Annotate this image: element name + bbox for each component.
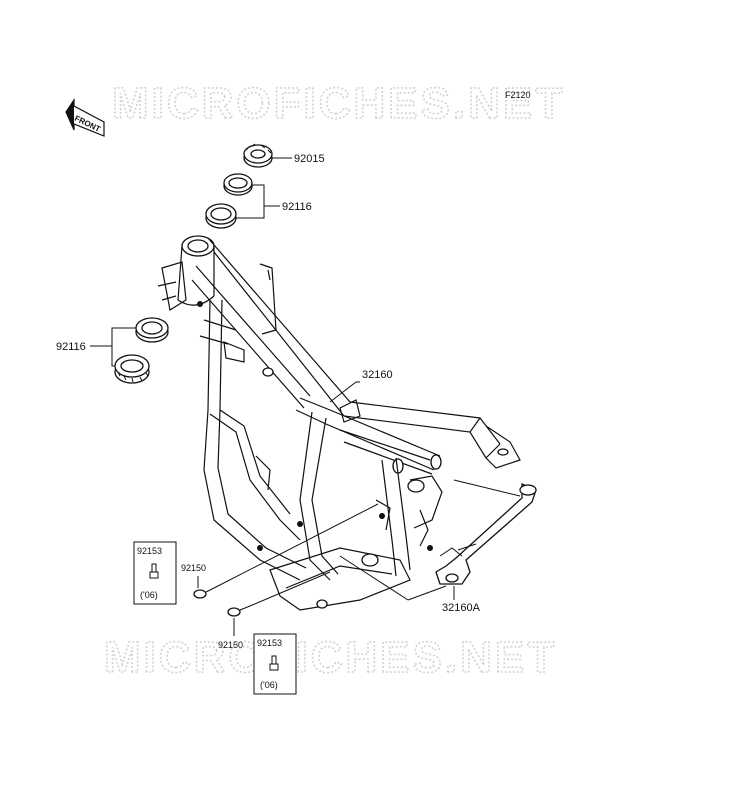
- watermark-top: MICROFICHES.NET: [112, 79, 565, 128]
- bolt-icon: [227, 605, 251, 617]
- subframe-rail-icon: [435, 483, 537, 585]
- front-arrow-icon: FRONT: [65, 98, 105, 137]
- part-number-92116-upper: 92116: [282, 201, 312, 213]
- part-number-92153-left: 92153: [137, 546, 162, 556]
- part-number-92150-left: 92150: [181, 563, 206, 573]
- bolt-icon: [193, 587, 215, 599]
- part-number-92150-lower: 92150: [218, 640, 243, 650]
- part-number-32160A: 32160A: [442, 602, 481, 614]
- part-note-92153-left: ('06): [140, 590, 158, 600]
- upper-bearing-icon: [205, 173, 253, 229]
- part-number-32160: 32160: [362, 369, 393, 381]
- watermark-bottom: MICROFICHES.NET: [104, 633, 557, 682]
- callout-box-92153-left: 92153 ('06): [133, 541, 177, 605]
- part-number-92015: 92015: [294, 153, 325, 165]
- bolt-icon: [149, 563, 159, 579]
- lower-bearing-icon: [114, 317, 169, 384]
- callout-box-92153-lower: 92153 ('06): [253, 633, 297, 695]
- part-number-92153-lower: 92153: [257, 638, 282, 648]
- figure-code: F2120: [505, 90, 531, 100]
- part-number-92116-lower: 92116: [56, 341, 86, 353]
- bolt-icon: [269, 655, 279, 671]
- frame-illustration: [157, 235, 521, 611]
- part-note-92153-lower: ('06): [260, 680, 278, 690]
- stem-nut-icon: [243, 143, 273, 168]
